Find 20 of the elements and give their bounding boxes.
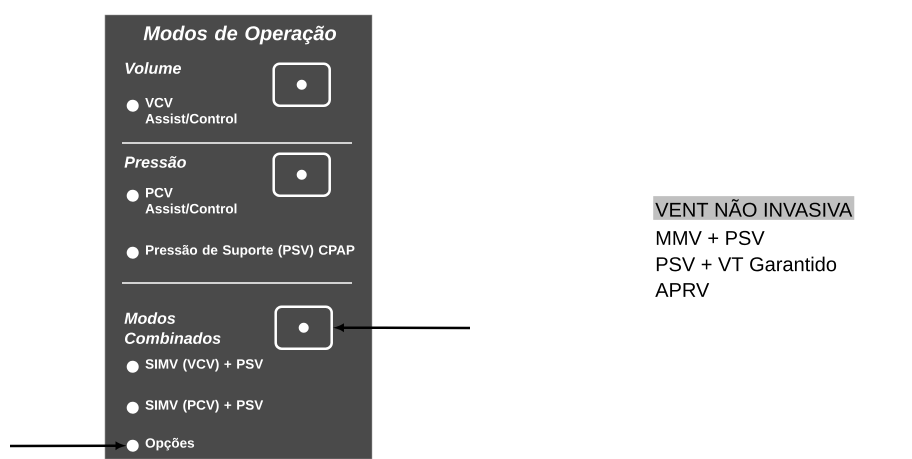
option-label: SIMV (PCV) + PSV	[146, 400, 264, 412]
indicator-light	[126, 360, 139, 373]
option-label: PCV Assist/Control	[145, 188, 236, 214]
mode-button	[272, 152, 331, 197]
mode-button	[274, 305, 333, 350]
arrow	[10, 442, 124, 450]
option-label: Pressão de Suporte (PSV) CPAP	[146, 244, 354, 258]
option-label: SIMV (VCV) + PSV	[146, 358, 264, 372]
mode-list-item: MMV + PSV	[656, 230, 765, 246]
mode-list-item: APRV	[655, 283, 710, 297]
option-label: VCV Assist/Control	[145, 98, 236, 124]
option-label: Opções	[146, 438, 194, 450]
indicator-light	[126, 440, 139, 452]
indicator-light	[126, 402, 139, 414]
mode-list-item: PSV + VT Garantido	[656, 256, 836, 272]
indicator-light	[126, 190, 139, 202]
highlighted-heading: VENT NÃO INVASIVA	[653, 196, 854, 220]
indicator-light	[126, 246, 139, 259]
mode-button	[272, 62, 331, 107]
indicator-light	[126, 100, 139, 112]
